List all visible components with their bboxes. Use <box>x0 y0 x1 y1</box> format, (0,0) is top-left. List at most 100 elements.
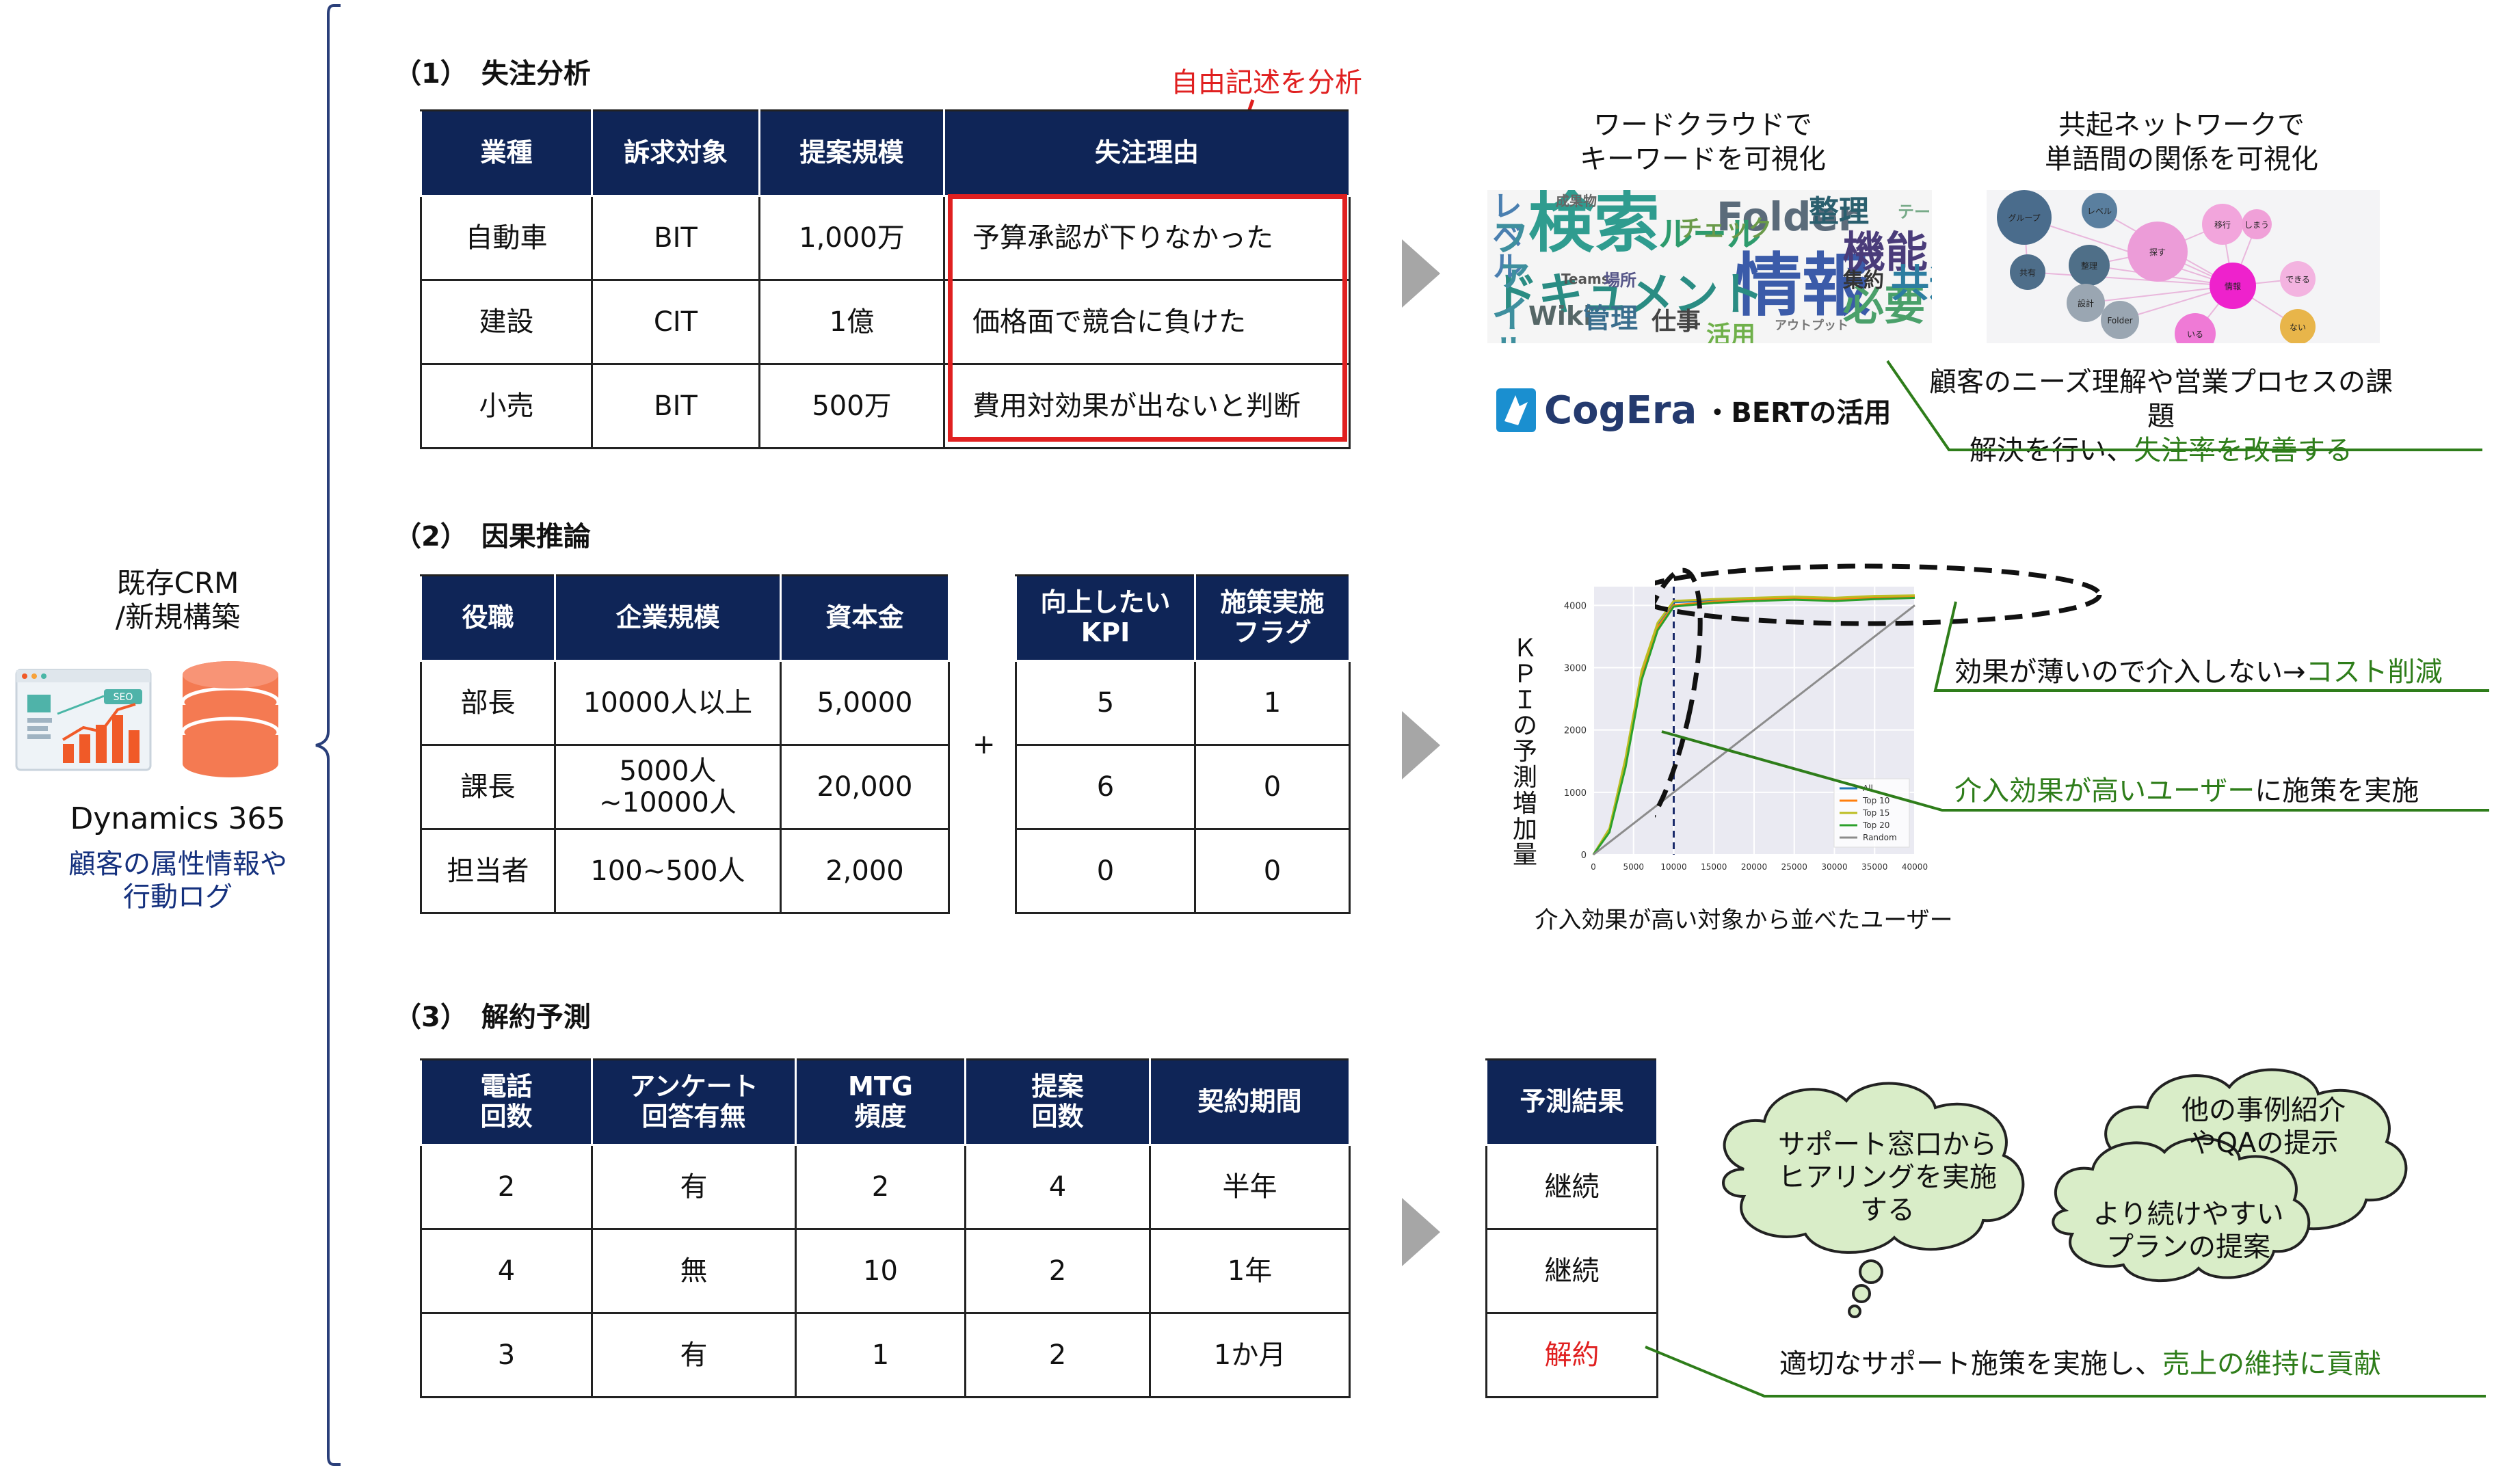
network-node <box>2242 209 2272 239</box>
table-row: 建設 CIT 1億 価格面で競合に負けた <box>420 279 1351 365</box>
source-description: 顧客の属性情報や 行動ログ <box>68 848 287 913</box>
series-line-random <box>1593 604 1915 856</box>
network-node <box>2067 284 2105 322</box>
table-cell: 1 <box>1194 660 1351 746</box>
network-label: できる <box>2285 275 2310 284</box>
x-tick-label: 15000 <box>1701 862 1727 872</box>
prediction-cell: 継続 <box>1485 1144 1658 1230</box>
x-tick-label: 35000 <box>1861 862 1887 872</box>
table-cell: 自動車 <box>420 195 593 281</box>
table-cell: 0 <box>1194 744 1351 830</box>
network-label: ない <box>2290 323 2306 332</box>
header-cell: 役職 <box>420 574 556 662</box>
network-label: 移行 <box>2214 220 2231 230</box>
header-cell: 施策実施 フラグ <box>1194 574 1351 662</box>
prediction-cell-churn: 解約 <box>1485 1312 1658 1398</box>
table-row: 5 1 <box>1015 660 1351 746</box>
network-label: しまう <box>2244 220 2269 230</box>
header-cell: 向上したい KPI <box>1015 574 1196 662</box>
table-row: 継続 <box>1485 1144 1658 1230</box>
table-row: 担当者 100~500人 2,000 <box>420 828 950 914</box>
callout-label: 自由記述を分析 <box>1171 67 1362 98</box>
seo-badge: SEO <box>114 692 133 703</box>
series-line-top-20 <box>1592 596 1915 855</box>
table-row: 6 0 <box>1015 744 1351 830</box>
wordcloud-word: ルール <box>1658 215 1761 254</box>
table-cell: 5000人 ~10000人 <box>554 744 782 830</box>
logo-suffix: ・BERTの活用 <box>1703 397 1892 429</box>
network-label: 共有 <box>2019 268 2036 278</box>
table-row: 3 有 1 2 1か月 <box>420 1312 1351 1398</box>
cloud-bubble <box>1852 1284 1871 1303</box>
arrow-right-icon <box>1402 1198 1440 1266</box>
x-tick-label: 40000 <box>1902 862 1928 872</box>
header-cell: 予測結果 <box>1485 1058 1658 1146</box>
network-caption: 共起ネットワークで 単語間の関係を可視化 <box>2045 109 2318 175</box>
table-cell: 4 <box>964 1144 1151 1230</box>
table-cell: 10 <box>795 1228 966 1314</box>
network-label: 探す <box>2149 248 2166 257</box>
table-row: 部長 10000人以上 5,0000 <box>420 660 950 746</box>
table-cell: 1か月 <box>1149 1312 1351 1398</box>
reason-cell: 価格面で競合に負けた <box>943 279 1351 365</box>
header-cell: 提案規模 <box>758 109 945 197</box>
arrow-right-icon <box>1402 711 1440 779</box>
attribute-table: 役職 企業規模 資本金 部長 10000人以上 5,0000 課長 5000人 … <box>420 574 950 914</box>
network-node <box>2210 263 2256 309</box>
network-edge <box>2027 271 2233 286</box>
section3-result: 適切なサポート施策を実施し、売上の維持に貢献 <box>1779 1348 2381 1380</box>
wordcloud-word: 検索 <box>1528 190 1660 261</box>
thought-clouds <box>1722 1068 2408 1318</box>
wordcloud-word: Folder <box>1716 193 1858 240</box>
legend-label: Top 10 <box>1862 796 1889 805</box>
table-row: 解約 <box>1485 1312 1658 1398</box>
cogera-logo-text: CogEra <box>1544 388 1697 433</box>
table-cell: 1,000万 <box>758 195 945 281</box>
table-row: 継続 <box>1485 1228 1658 1314</box>
chart-annotations <box>1655 563 2489 834</box>
table-row: 自動車 BIT 1,000万 予算承認が下りなかった <box>420 195 1351 281</box>
section1-title: （1） 失注分析 <box>394 58 591 90</box>
reason-cell: 費用対効果が出ないと判断 <box>943 363 1351 449</box>
cogera-logo: CogEra ・BERTの活用 <box>1492 383 1891 438</box>
result-target: 介入効果が高いユーザーに施策を実施 <box>1954 775 2419 807</box>
wordcloud-word: 機能 <box>1843 227 1928 277</box>
churn-feature-table: 電話 回数 アンケート 回答有無 MTG 頻度 提案 回数 契約期間 2 有 2… <box>420 1058 1351 1398</box>
header-cell: 業種 <box>420 109 593 197</box>
table-cell: CIT <box>591 279 760 365</box>
table-cell: 0 <box>1015 828 1196 914</box>
network-node <box>2202 204 2243 245</box>
legend-label: Top 20 <box>1862 820 1889 830</box>
network-node <box>2101 301 2139 339</box>
table-row: 2 有 2 4 半年 <box>420 1144 1351 1230</box>
table-cell: 20,000 <box>780 744 950 830</box>
cloud-text-3: より続けやすい プランの提案 <box>2093 1199 2284 1263</box>
header-cell: 契約期間 <box>1149 1058 1351 1146</box>
wordcloud-word: チェック <box>1679 215 1772 243</box>
legend-label: Top 15 <box>1862 808 1889 818</box>
prediction-table: 予測結果 継続 継続 解約 <box>1485 1058 1658 1398</box>
wordcloud-word: 整理 <box>1809 194 1869 229</box>
table-cell: 1 <box>795 1312 966 1398</box>
wordcloud-word: 集約 <box>1843 269 1884 293</box>
wordcloud-word: テーマ <box>1898 202 1932 222</box>
network-node <box>2010 254 2045 290</box>
cloud-text-2: 他の事例紹介 やQAの提示 <box>2181 1095 2346 1159</box>
wordcloud-word: アウトプット <box>1775 319 1848 333</box>
lost-order-table: 業種 訴求対象 提案規模 失注理由 自動車 BIT 1,000万 予算承認が下り… <box>420 109 1351 449</box>
table-row: 4 無 10 2 1年 <box>420 1228 1351 1314</box>
table-cell: BIT <box>591 363 760 449</box>
network-node <box>2069 245 2110 286</box>
section2-title: （2） 因果推論 <box>394 521 591 552</box>
cloud-shape-1 <box>1722 1082 2025 1254</box>
cogera-logo-icon <box>1496 388 1536 432</box>
wordcloud-caption: ワードクラウドで キーワードを可視化 <box>1580 109 1826 175</box>
y-tick-label: 1000 <box>1564 788 1587 799</box>
table-cell: 建設 <box>420 279 593 365</box>
wordcloud-image: 検索情報Folderドキュメント機能整理ルールレベルWiki管理仕事必要共通集約… <box>1487 190 1932 343</box>
left-brace <box>315 4 341 1466</box>
header-cell: アンケート 回答有無 <box>591 1058 797 1146</box>
database-icon <box>181 661 280 777</box>
kpi-table: 向上したい KPI 施策実施 フラグ 5 1 6 0 0 0 <box>1015 574 1351 914</box>
x-tick-label: 30000 <box>1821 862 1847 872</box>
